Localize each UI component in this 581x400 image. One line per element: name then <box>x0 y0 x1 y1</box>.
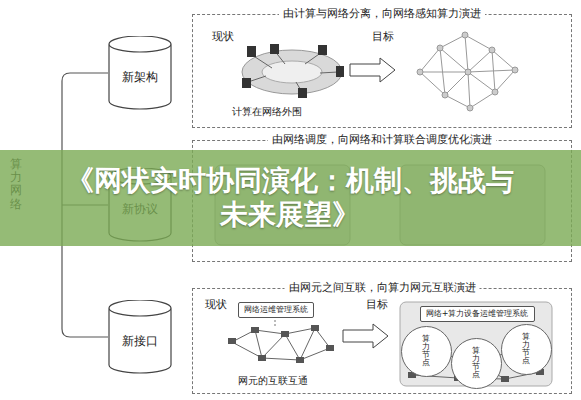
node-text: 算力节点 <box>519 333 534 366</box>
node-text: 网络+算力设备运维管理系统 <box>426 309 529 319</box>
node-text: 新接口 <box>122 333 158 350</box>
panel-heading: 由网络调度，向网络和计算联合调度优化演进 <box>268 133 496 147</box>
node-text: 网络运维管理系统 <box>244 305 308 315</box>
compute-node: 算力节点 <box>451 338 502 389</box>
compute-node: 算力节点 <box>501 324 552 375</box>
node-text: 算力节点 <box>419 335 434 368</box>
title-banner: 《网状实时协同演化：机制、挑战与未来展望》 <box>0 150 581 246</box>
banner-title: 《网状实时协同演化：机制、挑战与未来展望》 <box>55 164 525 232</box>
compute-node: 算力节点 <box>401 326 452 377</box>
system-box: 网络+算力设备运维管理系统 <box>420 306 535 322</box>
figure-label: 计算在网络外围 <box>232 106 302 118</box>
database-cylinder: 新架构 <box>108 36 172 110</box>
node-text: 算力节点 <box>469 347 484 380</box>
mesh-figure <box>417 32 518 111</box>
arrow-symbol <box>350 58 395 82</box>
system-box: 网络运维管理系统 <box>238 302 314 318</box>
figure-label: 现状 <box>205 298 227 311</box>
panel-heading: 由网元之间互联，向算力网元互联演进 <box>285 281 480 295</box>
element-network-figure <box>228 316 334 363</box>
figure-label: 目标 <box>372 30 394 43</box>
current-network-figure <box>242 44 344 98</box>
node-text: 新架构 <box>122 69 158 86</box>
figure-label: 网元的互联互通 <box>238 375 308 387</box>
figure-label: 现状 <box>212 30 234 43</box>
figure-label: 目标 <box>366 298 388 311</box>
database-cylinder: 新接口 <box>108 300 172 374</box>
panel-heading: 由计算与网络分离，向网络感知算力演进 <box>279 7 485 21</box>
arrow-symbol <box>343 324 388 348</box>
